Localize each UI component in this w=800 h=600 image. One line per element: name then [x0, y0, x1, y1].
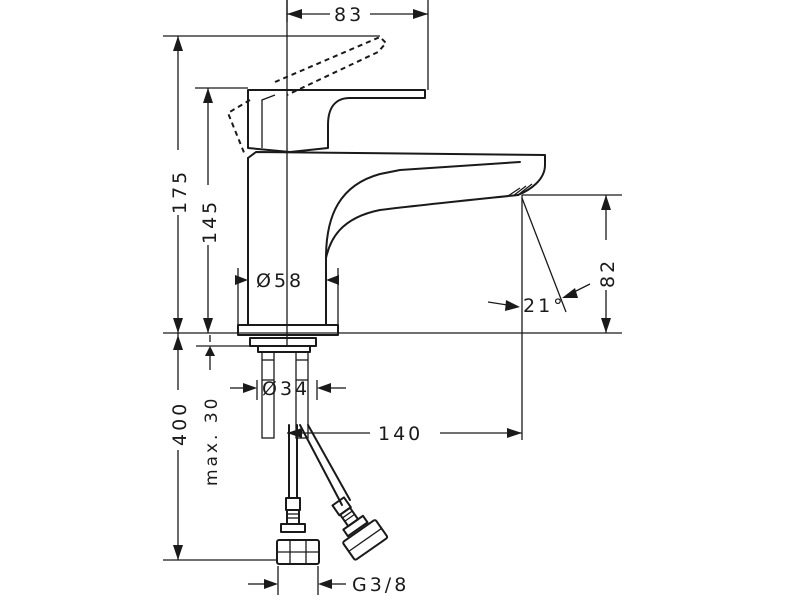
faucet-lever	[247, 89, 426, 153]
dimension-175: 175	[163, 35, 380, 333]
dim-label-175: 175	[169, 169, 191, 214]
dimension-max-30: max. 30	[196, 335, 250, 486]
dimension-diameter-58: Ø58	[235, 268, 339, 325]
dim-label-angle-21: 21°	[523, 295, 566, 317]
dim-label-400: 400	[169, 401, 191, 446]
dim-label-82: 82	[597, 258, 619, 288]
dim-label-diameter-34: Ø34	[262, 378, 310, 400]
dim-label-diameter-58: Ø58	[256, 270, 304, 292]
dimension-angle-21: 21°	[487, 195, 591, 440]
dimension-140: 140	[287, 423, 522, 445]
dimension-g38: G3/8	[248, 566, 409, 596]
dimension-145: 145	[195, 87, 248, 333]
mounting-shank	[249, 337, 317, 439]
dimension-diameter-34: Ø34	[230, 378, 346, 400]
dim-label-83: 83	[334, 4, 364, 26]
lever-raised-outline	[226, 35, 388, 156]
dim-label-140: 140	[378, 423, 423, 445]
faucet-body	[237, 0, 546, 345]
dimension-83: 83	[286, 0, 429, 90]
dim-label-g38: G3/8	[352, 574, 409, 596]
dim-label-max-30: max. 30	[202, 396, 222, 486]
dim-label-145: 145	[199, 199, 221, 244]
dimension-400: 400	[163, 333, 278, 561]
dimension-82: 82	[522, 194, 622, 333]
supply-hoses	[276, 424, 389, 565]
